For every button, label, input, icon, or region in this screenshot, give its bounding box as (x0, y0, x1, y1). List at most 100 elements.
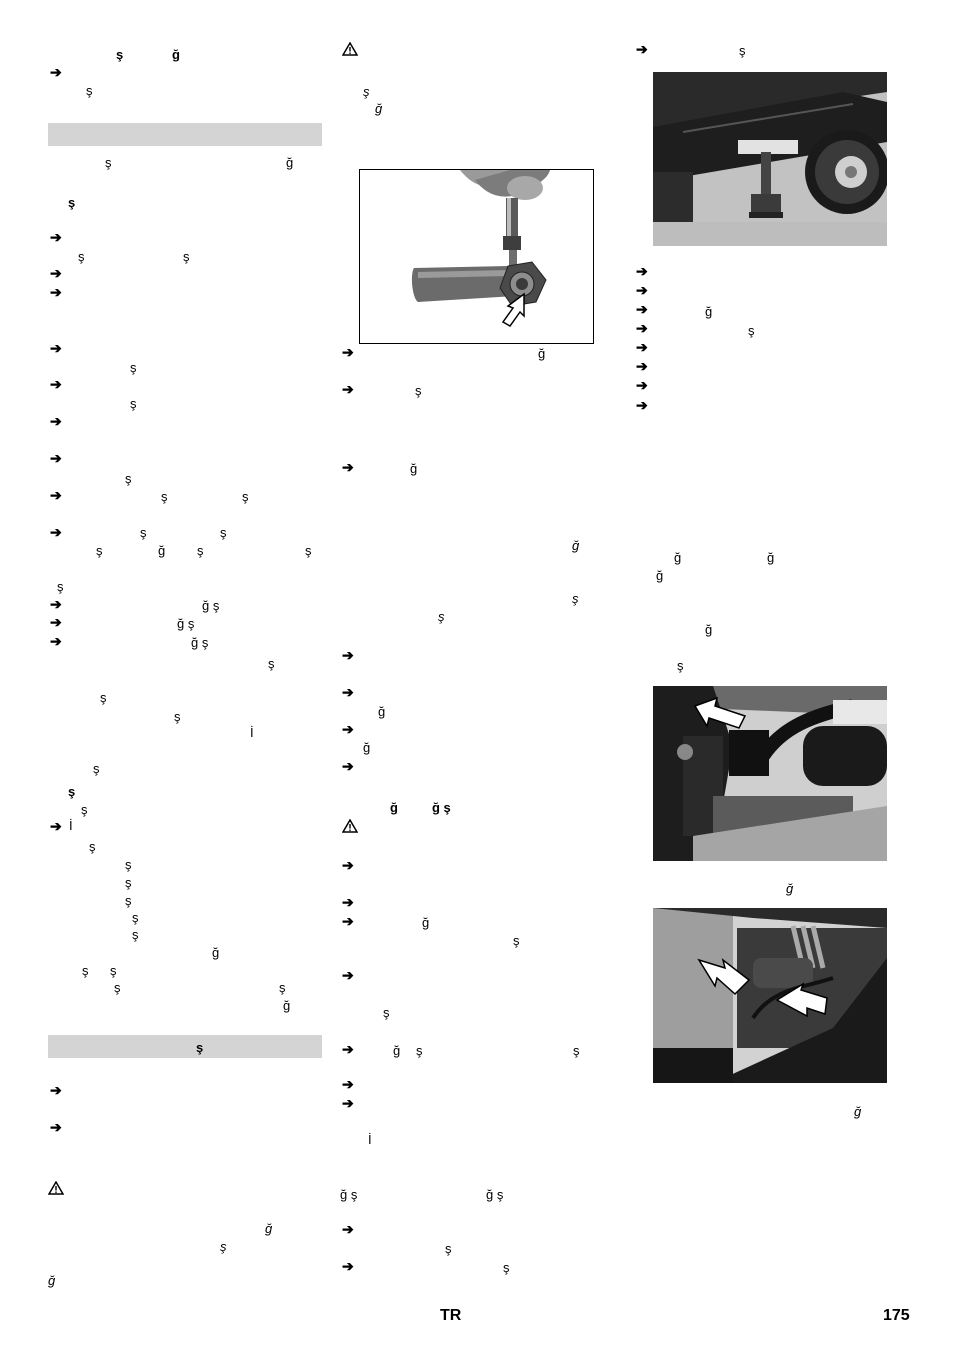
c3-text: ğ (854, 1104, 862, 1119)
arrow-icon: ➔ (50, 614, 62, 630)
c1-text: ş (86, 83, 93, 98)
c1-text: ş (89, 839, 96, 854)
c1-text: ğ ş (177, 616, 195, 631)
arrow-icon: ➔ (50, 340, 62, 356)
c1-text: ğ (48, 1273, 56, 1288)
c3-text: ğ (674, 550, 682, 565)
c2-text: ğ (378, 704, 386, 719)
c2-text: ş (445, 1241, 452, 1256)
c2-text: ğ (375, 101, 383, 116)
arrow-icon: ➔ (342, 647, 354, 663)
arrow-icon: ➔ (342, 857, 354, 873)
arrow-icon: ➔ (342, 344, 354, 360)
arrow-icon: ➔ (50, 64, 62, 80)
arrow-icon: ➔ (50, 818, 62, 834)
c1-text: ğ (283, 998, 291, 1013)
c1-text: ş (78, 249, 85, 264)
arrow-icon: ➔ (636, 339, 648, 355)
c2-text: ş (572, 591, 579, 606)
c1-text: ş (174, 709, 181, 724)
c1-text: ş (132, 927, 139, 942)
arrow-icon: ➔ (50, 524, 62, 540)
c3-text: ş (677, 658, 684, 673)
figure-wrench (359, 169, 594, 344)
c2-text: ş (363, 84, 370, 99)
c1-text: ğ (265, 1221, 273, 1236)
c1-text: ğ ş (202, 598, 220, 613)
arrow-icon: ➔ (342, 1076, 354, 1092)
c1-bold-text: ş (68, 784, 76, 799)
c3-text: ş (748, 323, 755, 338)
arrow-icon: ➔ (50, 596, 62, 612)
c2-text: ğ ş (340, 1187, 358, 1202)
page-number: 175 (883, 1307, 910, 1324)
c2-text: ş (513, 933, 520, 948)
c1-text: ş (130, 396, 137, 411)
c1-text: ş (220, 525, 227, 540)
arrow-icon: ➔ (50, 265, 62, 281)
c1-text: ş (161, 489, 168, 504)
c2-heading-text: ğ ş (432, 800, 451, 815)
c3-text: ğ (656, 568, 664, 583)
c2-text: ş (416, 1043, 423, 1058)
c1-text: ş (100, 690, 107, 705)
c1-heading-s: ş (116, 47, 124, 62)
arrow-icon: ➔ (50, 487, 62, 503)
c1-text: ş (140, 525, 147, 540)
c3-text: ğ (705, 304, 713, 319)
arrow-icon: ➔ (342, 459, 354, 475)
arrow-icon: ➔ (636, 358, 648, 374)
c1-text: ş (125, 875, 132, 890)
photo-brush-roller (653, 686, 887, 861)
section-band (48, 1035, 322, 1058)
section-band-text: ş (196, 1040, 204, 1055)
arrow-icon: ➔ (342, 1041, 354, 1057)
c1-bold-text: ş (68, 195, 76, 210)
c1-text: ş (132, 910, 139, 925)
c1-text: ş (57, 579, 64, 594)
c2-text: ğ (538, 346, 546, 361)
photo-jack-wheel (653, 72, 887, 246)
arrow-icon: ➔ (50, 633, 62, 649)
arrow-icon: ➔ (50, 450, 62, 466)
c1-text: ş (125, 857, 132, 872)
c1-text: ş (81, 802, 88, 817)
arrow-icon: ➔ (636, 282, 648, 298)
arrow-icon: ➔ (342, 1221, 354, 1237)
wrench-illustration (411, 170, 550, 327)
c3-text: ğ (705, 622, 713, 637)
c2-text: ş (503, 1260, 510, 1275)
c1-text: İ (250, 725, 254, 740)
arrow-icon: ➔ (636, 320, 648, 336)
c1-text: ş (96, 543, 103, 558)
c3-text: ş (739, 43, 746, 58)
arrow-icon: ➔ (636, 377, 648, 393)
arrow-icon: ➔ (636, 41, 648, 57)
c1-text: ş (268, 656, 275, 671)
c2-text: ğ (410, 461, 418, 476)
c1-text: ğ (158, 543, 166, 558)
c2-text: ş (383, 1005, 390, 1020)
c1-text: ğ (286, 155, 294, 170)
c1-text: ğ (212, 945, 220, 960)
c2-text: ğ (393, 1043, 401, 1058)
arrow-icon: ➔ (342, 758, 354, 774)
c2-heading-text: ğ (390, 800, 398, 815)
arrow-icon: ➔ (342, 721, 354, 737)
c1-text: ş (82, 963, 89, 978)
photo-spring-assembly (653, 908, 887, 1083)
c1-text: ş (110, 963, 117, 978)
arrow-icon: ➔ (636, 397, 648, 413)
arrow-icon: ➔ (342, 684, 354, 700)
arrow-icon: ➔ (342, 1258, 354, 1274)
c1-heading-g: ğ (172, 47, 180, 62)
arrow-icon: ➔ (342, 913, 354, 929)
c3-text: ğ (786, 881, 794, 896)
arrow-icon: ➔ (50, 1119, 62, 1135)
c2-text: İ (368, 1132, 372, 1147)
c2-text: ğ (422, 915, 430, 930)
c1-text: ş (93, 761, 100, 776)
arrow-icon: ➔ (636, 301, 648, 317)
c1-text: ş (242, 489, 249, 504)
c1-text: ş (305, 543, 312, 558)
